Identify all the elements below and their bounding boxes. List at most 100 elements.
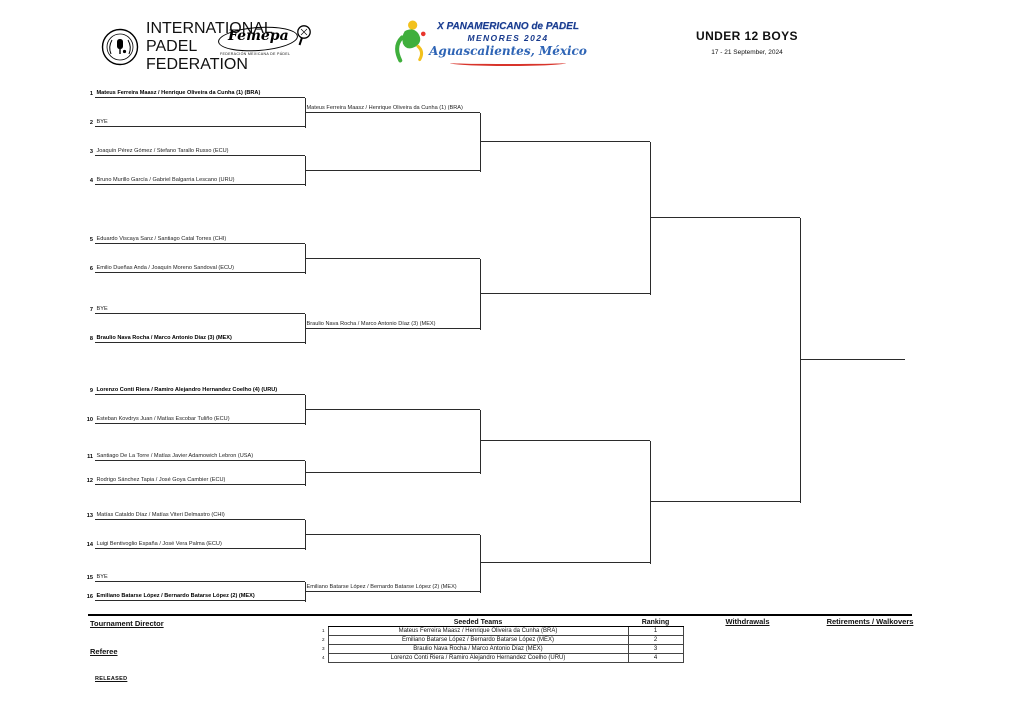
bracket-line-r2-1: Mateus Ferreira Maasz / Henrique Oliveir… <box>305 102 480 113</box>
advancing-team-name: Braulio Nava Rocha / Marco Antonio Díaz … <box>306 320 436 327</box>
advancing-team-name: Mateus Ferreira Maasz / Henrique Oliveir… <box>306 104 463 111</box>
team-name: Mateus Ferreira Maasz / Henrique Oliveir… <box>96 90 261 97</box>
footer-divider <box>88 614 912 616</box>
bracket-line-r2-4: Braulio Nava Rocha / Marco Antonio Díaz … <box>305 318 480 329</box>
seeded-teams-header-row: Seeded Teams Ranking <box>315 616 683 627</box>
draw-position-number: 5 <box>89 236 93 243</box>
bracket-line-r3-2 <box>480 283 650 294</box>
ipf-logo-line1: INTERNATIONAL <box>146 20 273 37</box>
released-label: RELEASED <box>95 676 128 682</box>
bracket-connector <box>800 217 801 504</box>
event-title: X PANAMERICANO de PADEL <box>437 21 579 32</box>
bracket-connector <box>305 461 306 486</box>
bracket-connector <box>480 534 481 593</box>
femepa-logo: Femepa FEDERACIÓN MEXICANA DE PÁDEL <box>217 24 318 62</box>
draw-position-number: 6 <box>89 265 93 272</box>
bracket-line-r2-2 <box>305 160 480 171</box>
seeded-team-row: 2 Emiliano Batarse López / Bernardo Bata… <box>315 634 684 645</box>
event-location: Aguascalientes, México <box>429 44 587 58</box>
bracket-line-r2-7 <box>305 524 480 535</box>
team-name: Emiliano Batarse López / Bernardo Batars… <box>96 593 255 600</box>
draw-position-number: 13 <box>86 512 93 519</box>
seed-index: 2 <box>321 637 325 642</box>
femepa-wordmark: Femepa <box>228 28 289 44</box>
team-name: Luigi Bentivoglio España / José Vera Pal… <box>96 541 222 548</box>
team-name: BYE <box>96 574 108 581</box>
seed-ranking: 1 <box>627 625 684 636</box>
seeded-team-row: 4 Lorenzo Conti Riera / Ramiro Alejandro… <box>315 652 684 663</box>
withdrawals-label: Withdrawals <box>725 617 770 626</box>
seed-index: 4 <box>321 655 325 660</box>
seed-team-name: Mateus Ferreira Maasz / Henrique Oliveir… <box>327 625 629 636</box>
bracket-line-r2-5 <box>305 399 480 410</box>
team-name: Lorenzo Conti Riera / Ramiro Alejandro H… <box>96 387 278 394</box>
bracket-connector <box>305 314 306 344</box>
femepa-subtext: FEDERACIÓN MEXICANA DE PÁDEL <box>220 52 291 56</box>
bracket-line-r4-1 <box>650 207 800 218</box>
seed-index: 3 <box>321 646 325 651</box>
draw-position-number: 14 <box>86 541 93 548</box>
bracket-line-r2-6 <box>305 462 480 473</box>
seeded-teams-index-header <box>315 616 328 626</box>
ipf-logo-line2: PADEL <box>146 38 198 55</box>
team-name: Eduardo Viscaya Sanz / Santiago Catal To… <box>96 236 227 243</box>
retirements-walkovers-label: Retirements / Walkovers <box>826 617 914 626</box>
referee-label: Referee <box>90 647 118 656</box>
seed-team-name: Lorenzo Conti Riera / Ramiro Alejandro H… <box>327 652 629 663</box>
ipf-emblem-icon <box>101 28 139 66</box>
bracket-line-r3-4 <box>480 552 650 563</box>
seeded-team-row: 1 Mateus Ferreira Maasz / Henrique Olive… <box>315 625 684 636</box>
draw-position-number: 1 <box>89 90 93 97</box>
draw-position-number: 16 <box>86 593 93 600</box>
event-red-swoosh <box>450 60 566 66</box>
bracket-connector <box>305 582 306 602</box>
draw-position-number: 15 <box>86 574 93 581</box>
draw-position-number: 3 <box>89 148 93 155</box>
team-name: Rodrigo Sánchez Tapia / José Goya Cambie… <box>96 477 226 484</box>
category-title: UNDER 12 BOYS <box>696 29 798 43</box>
bracket-connector <box>305 395 306 425</box>
advancing-team-name: Emiliano Batarse López / Bernardo Batars… <box>306 583 457 590</box>
team-name: Emilio Dueñas Anda / Joaquín Moreno Sand… <box>96 265 234 272</box>
padel-racket-icon <box>297 25 311 46</box>
seed-ranking: 2 <box>627 634 684 645</box>
category-block: UNDER 12 BOYS 17 - 21 September, 2024 <box>690 29 804 56</box>
bracket-line-r2-8: Emiliano Batarse López / Bernardo Batars… <box>305 581 480 592</box>
bracket-line-r5-1 <box>800 349 905 360</box>
bracket-connector <box>480 112 481 172</box>
tournament-director-label: Tournament Director <box>90 619 164 628</box>
draw-position-number: 10 <box>86 416 93 423</box>
team-name: BYE <box>96 119 108 126</box>
bracket-connector <box>305 156 306 186</box>
bracket-line-r2-3 <box>305 248 480 259</box>
draw-position-number: 4 <box>89 177 93 184</box>
team-name: Joaquín Pérez Gómez / Stefano Tarallo Ru… <box>96 148 229 155</box>
bracket-line-r3-3 <box>480 430 650 442</box>
bracket-connector <box>650 441 651 564</box>
event-dates: 17 - 21 September, 2024 <box>711 49 783 56</box>
bracket-line-r4-2 <box>650 491 800 503</box>
seeded-team-row: 3 Braulio Nava Rocha / Marco Antonio Día… <box>315 643 684 654</box>
seed-ranking: 3 <box>627 643 684 654</box>
padel-player-figure-icon <box>395 20 426 63</box>
bracket-connector <box>305 98 306 128</box>
team-name: Esteban Kovdrys Juan / Matías Escobar Tu… <box>96 416 230 423</box>
bracket-connector <box>480 409 481 474</box>
bracket-connector <box>305 244 306 274</box>
bracket-connector <box>650 141 651 295</box>
